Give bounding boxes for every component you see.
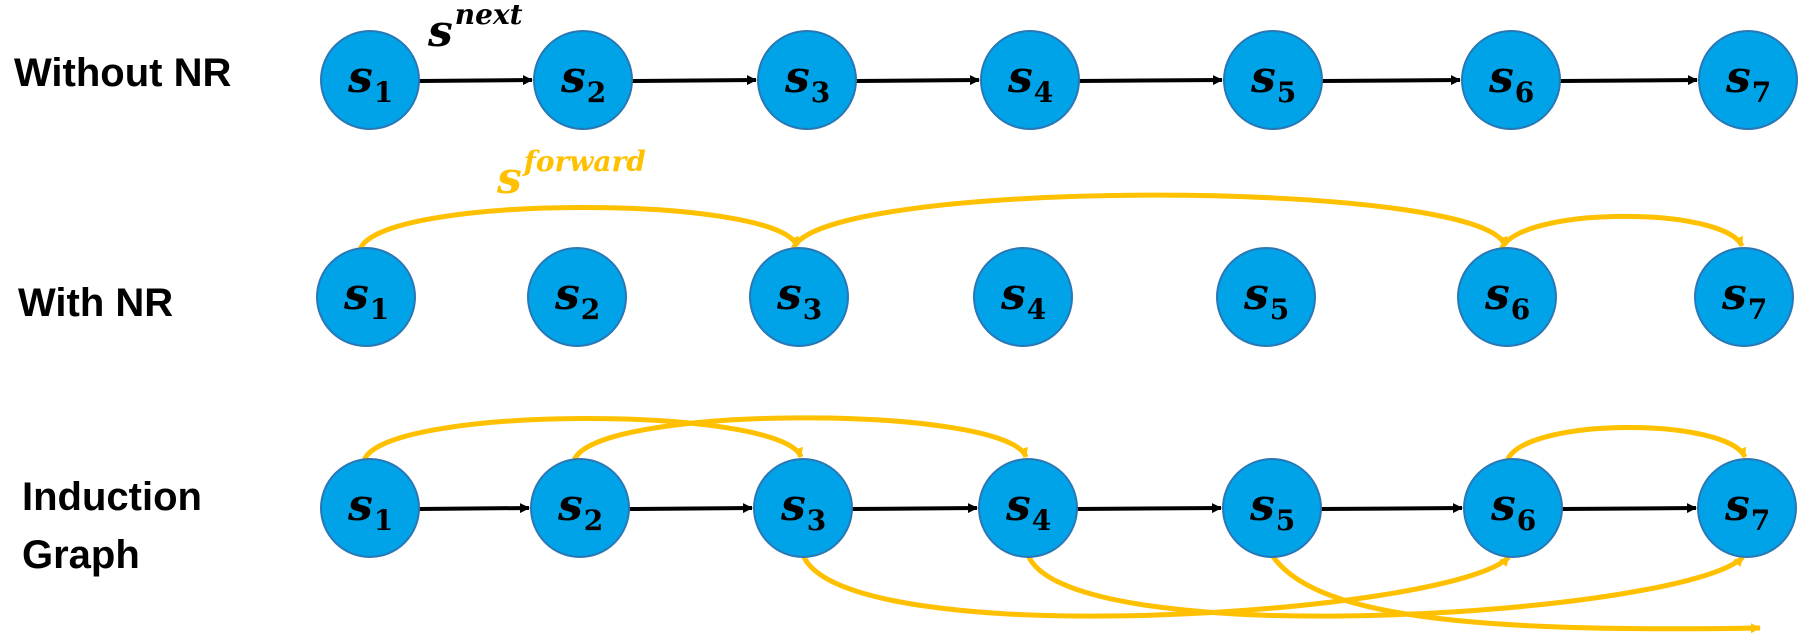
svg-text:s5: s5 <box>1243 269 1289 326</box>
svg-text:s5: s5 <box>1250 52 1296 109</box>
next-edge-row3-s6-s7 <box>1561 503 1697 514</box>
edge-labels: snext sforward <box>427 0 646 204</box>
svg-text:s3: s3 <box>780 480 826 537</box>
row-label-1: Without NR <box>14 51 231 95</box>
svg-text:s2: s2 <box>554 269 600 326</box>
forward-edge-row3-s4-s7 <box>1025 553 1745 619</box>
svg-text:s1: s1 <box>347 480 393 537</box>
node-row1-s6: s6 <box>1461 30 1561 130</box>
node-row2-s2: s2 <box>527 247 627 347</box>
forward-edge-row2-s6-s7 <box>1498 213 1745 252</box>
row-label-2: With NR <box>18 281 173 325</box>
svg-text:s7: s7 <box>1721 269 1767 326</box>
svg-text:s7: s7 <box>1724 480 1770 537</box>
forward-edge-row3-s1-s3 <box>361 416 804 463</box>
next-edge-row3-s2-s3 <box>628 503 753 514</box>
node-row3-s1: s1 <box>320 458 420 558</box>
node-row1-s5: s5 <box>1223 30 1323 130</box>
svg-text:s6: s6 <box>1488 52 1534 109</box>
next-edge-row1-s5-s6 <box>1321 75 1461 86</box>
nodes-layer: s1 s2 s3 s4 s5 s6 s7 s1 s2 s3 s4 s5 s6 s7 s1 s2 s3 s4 s5 s6… <box>316 30 1798 558</box>
node-row1-s3: s3 <box>757 30 857 130</box>
node-row3-s7: s7 <box>1697 458 1797 558</box>
svg-text:s4: s4 <box>1000 269 1046 326</box>
svg-text:s2: s2 <box>560 52 606 109</box>
node-row1-s7: s7 <box>1698 30 1798 130</box>
next-edge-row1-s1-s2 <box>418 75 533 86</box>
node-row2-s3: s3 <box>749 247 849 347</box>
node-row3-s5: s5 <box>1222 458 1322 558</box>
next-edge-row1-s6-s7 <box>1559 75 1698 86</box>
svg-text:s3: s3 <box>776 269 822 326</box>
node-row1-s4: s4 <box>980 30 1080 130</box>
node-row1-s1: s1 <box>320 30 420 130</box>
node-row3-s4: s4 <box>978 458 1078 558</box>
svg-text:s4: s4 <box>1005 480 1051 537</box>
edge-label-forward: sforward <box>496 145 646 204</box>
forward-edge-row3-s2-s4 <box>571 415 1029 463</box>
svg-text:s1: s1 <box>343 269 389 326</box>
svg-text:s7: s7 <box>1725 52 1771 109</box>
forward-edge-row2-s1-s3 <box>357 205 800 252</box>
node-row3-s3: s3 <box>753 458 853 558</box>
edges-layer <box>357 75 1761 634</box>
next-edge-row3-s1-s2 <box>418 503 530 514</box>
node-row2-s5: s5 <box>1216 247 1316 347</box>
row-label-3-line-1: Induction <box>22 475 202 519</box>
next-edge-row3-s5-s6 <box>1320 503 1463 514</box>
node-row2-s7: s7 <box>1694 247 1794 347</box>
row-label-3-line-2: Graph <box>22 533 140 577</box>
svg-text:s2: s2 <box>557 480 603 537</box>
next-edge-row1-s2-s3 <box>631 75 757 86</box>
node-row2-s4: s4 <box>973 247 1073 347</box>
node-row3-s6: s6 <box>1463 458 1563 558</box>
forward-edge-row3-s3-s6 <box>800 553 1511 619</box>
edge-label-next: snext <box>427 0 523 57</box>
next-edge-row3-s3-s4 <box>851 503 978 514</box>
node-row3-s2: s2 <box>530 458 630 558</box>
node-row1-s2: s2 <box>533 30 633 130</box>
forward-edge-row2-s3-s6 <box>790 192 1508 251</box>
svg-text:s4: s4 <box>1007 52 1053 109</box>
next-edge-row1-s3-s4 <box>855 75 980 86</box>
forward-edge-row3-s6-s7 <box>1504 424 1748 463</box>
svg-text:s1: s1 <box>347 52 393 109</box>
svg-text:s6: s6 <box>1484 269 1530 326</box>
node-row2-s6: s6 <box>1457 247 1557 347</box>
next-edge-row1-s4-s5 <box>1078 75 1223 86</box>
svg-text:s3: s3 <box>784 52 830 109</box>
node-row2-s1: s1 <box>316 247 416 347</box>
next-edge-row3-s4-s5 <box>1076 503 1222 514</box>
svg-text:s6: s6 <box>1490 480 1536 537</box>
svg-text:s5: s5 <box>1249 480 1295 537</box>
forward-edge-row3-s5-sout <box>1269 553 1761 634</box>
